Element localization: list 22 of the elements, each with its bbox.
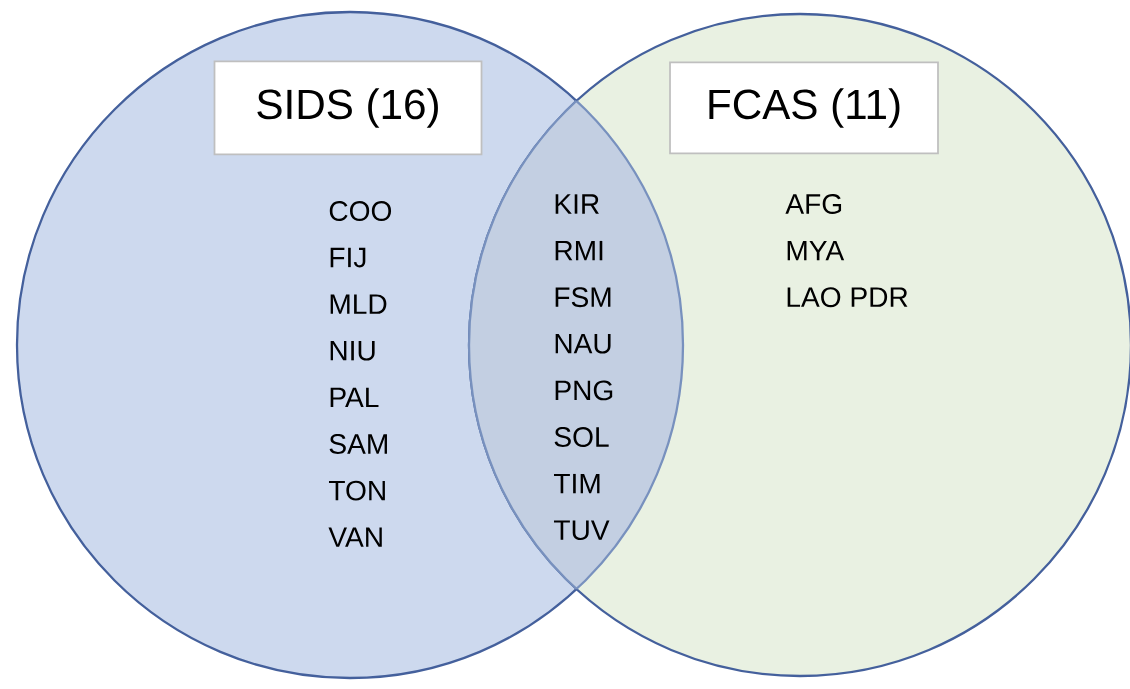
venn-circle (467, 12, 1130, 678)
country-code: MYA (787, 240, 845, 261)
country-code: SOL (554, 427, 609, 447)
country-code: SAM (329, 434, 387, 454)
country-code: NAU (555, 334, 611, 354)
country-code: PAL (330, 387, 379, 408)
country-code: RMI (555, 240, 603, 261)
country-code: PNG (555, 380, 613, 401)
country-code: KIR (555, 194, 599, 214)
country-code: TUV (554, 520, 610, 540)
title-box: SIDS (16) (213, 60, 483, 156)
country-code: FIJ (330, 247, 366, 268)
country-code: LAO PDR (787, 287, 908, 308)
country-code: NIU (330, 341, 375, 361)
country-code: TIM (554, 473, 600, 494)
country-code: AFG (785, 194, 842, 214)
title-box: FCAS (11) (669, 61, 939, 155)
country-code: FSM (555, 287, 611, 308)
country-code: VAN (328, 527, 382, 547)
country-code: TON (329, 480, 385, 501)
country-code: COO (329, 201, 392, 221)
country-code: MLD (330, 294, 387, 314)
